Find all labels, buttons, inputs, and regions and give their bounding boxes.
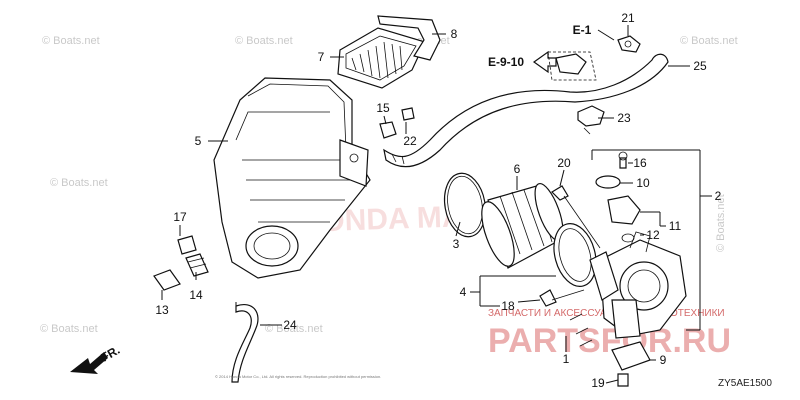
watermark-boats-net: © Boats.net (50, 177, 108, 189)
leader-lines (161, 25, 712, 384)
label-part-13[interactable]: 13 (155, 303, 169, 317)
label-part-9[interactable]: 9 (660, 353, 667, 367)
label-part-3[interactable]: 3 (453, 237, 460, 251)
watermark-boats-net-vertical: © Boats.net (715, 194, 727, 252)
label-part-22[interactable]: 22 (403, 134, 417, 148)
label-part-10[interactable]: 10 (636, 176, 650, 190)
label-part-25[interactable]: 25 (693, 59, 707, 73)
label-part-21[interactable]: 21 (621, 11, 635, 25)
label-part-4[interactable]: 4 (460, 285, 467, 299)
o-ring (443, 172, 487, 238)
label-part-24[interactable]: 24 (283, 318, 297, 332)
label-part-7[interactable]: 7 (318, 50, 325, 64)
grommet-plug (379, 107, 415, 139)
label-part-11[interactable]: 11 (669, 219, 682, 233)
long-bolt (551, 185, 601, 249)
ref-e-9-10[interactable]: E-9-10 (488, 55, 524, 69)
watermark-boats-net: © Boats.net (40, 323, 98, 335)
air-silencer-housing (213, 77, 371, 279)
watermark-boats-net: © Boats.net (265, 323, 323, 335)
throttle-sensor-parts (595, 151, 641, 243)
ref-e-1[interactable]: E-1 (573, 23, 592, 37)
breather-tube (383, 53, 669, 168)
label-part-16[interactable]: 16 (633, 156, 647, 170)
label-part-17[interactable]: 17 (173, 210, 187, 224)
diagram-code: ZY5AE1500 (718, 378, 772, 389)
throttle-body (589, 231, 687, 339)
label-part-14[interactable]: 14 (189, 288, 203, 302)
watermark-boats-net: © Boats.net (235, 35, 293, 47)
front-arrow-icon (70, 352, 108, 374)
label-part-18[interactable]: 18 (501, 299, 515, 313)
intake-joint (481, 183, 564, 269)
label-part-19[interactable]: 19 (591, 376, 605, 390)
short-bolt (539, 289, 585, 307)
reference-arrow-icon (532, 50, 557, 74)
label-part-2[interactable]: 2 (715, 189, 722, 203)
filter-gasket (377, 15, 441, 61)
throttle-bracket (569, 313, 651, 387)
label-part-5[interactable]: 5 (195, 134, 202, 148)
label-part-8[interactable]: 8 (451, 27, 458, 41)
watermark-boats-net: © Boats.net (680, 35, 738, 47)
watermark-partsfor: PARTSFOR.RU (488, 322, 731, 360)
drain-tube (231, 304, 259, 383)
part-labels: 5 7 8 15 22 21 25 23 3 6 20 16 10 2 11 1… (155, 11, 721, 390)
label-part-23[interactable]: 23 (617, 111, 631, 125)
label-part-6[interactable]: 6 (514, 162, 521, 176)
breather-clips (547, 35, 641, 135)
watermark-boats-net: © Boats.net (42, 35, 100, 47)
label-part-1[interactable]: 1 (563, 352, 570, 366)
air-filter-element (337, 27, 426, 89)
label-part-20[interactable]: 20 (557, 156, 571, 170)
band-clamp (553, 223, 597, 287)
label-part-15[interactable]: 15 (376, 101, 390, 115)
copyright-footer: © 2014 Honda Motor Co., Ltd. All rights … (215, 374, 381, 379)
drain-fittings (153, 235, 209, 291)
label-part-12[interactable]: 12 (646, 228, 660, 242)
